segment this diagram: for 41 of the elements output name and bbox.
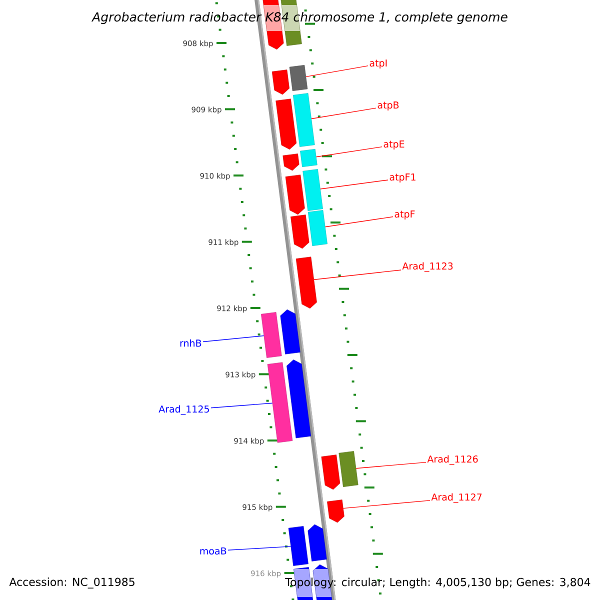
gene-feature: [285, 174, 305, 215]
gene-feature: [261, 312, 282, 358]
leader-line: [202, 335, 264, 342]
gene-label: atpF1: [390, 174, 416, 182]
gene-feature: [290, 214, 310, 249]
gene-label: Arad_1123: [402, 262, 453, 272]
gene-label: Arad_1125: [158, 405, 209, 415]
gene-feature: [338, 451, 358, 487]
gene-feature: [272, 70, 290, 95]
gene-label: atpB: [378, 102, 399, 110]
leader-line: [228, 546, 292, 550]
gene-label: atpI: [370, 60, 387, 68]
genome-info-text: Topology: circular; Length: 4,005,130 bp; Genes: 3,804: [285, 578, 590, 588]
gene-feature: [321, 454, 340, 490]
gene-label: atpF: [394, 210, 415, 220]
gene-feature: [308, 524, 327, 562]
gene-label: moaB: [200, 547, 226, 555]
gene-feature: [288, 526, 308, 566]
gene-feature: [280, 309, 300, 354]
gene-label: atpE: [384, 140, 404, 150]
gene-label: Arad_1126: [427, 455, 478, 465]
gene-feature: [296, 256, 317, 309]
leader-line: [342, 500, 430, 509]
accession-text: Accession: NC_011985: [9, 578, 134, 588]
leader-line: [324, 216, 394, 228]
gene-feature: [286, 360, 312, 438]
gene-feature: [327, 500, 344, 523]
gene-feature: [289, 65, 308, 91]
leader-line: [311, 108, 376, 120]
gene-feature: [300, 148, 318, 168]
gene-feature: [267, 362, 293, 443]
gene-label: Arad_1127: [431, 493, 482, 503]
gene-label: rnhB: [180, 339, 202, 347]
gene-feature: [282, 154, 300, 171]
gene-feature: [276, 98, 297, 150]
leader-line: [356, 462, 426, 469]
gene-feature: [308, 210, 328, 246]
leader-line: [314, 270, 402, 280]
title: Agrobacterium radiobacter K84 chromosome 1, complete genome: [91, 12, 508, 24]
leader-line: [320, 180, 388, 190]
leader-line: [306, 65, 368, 78]
